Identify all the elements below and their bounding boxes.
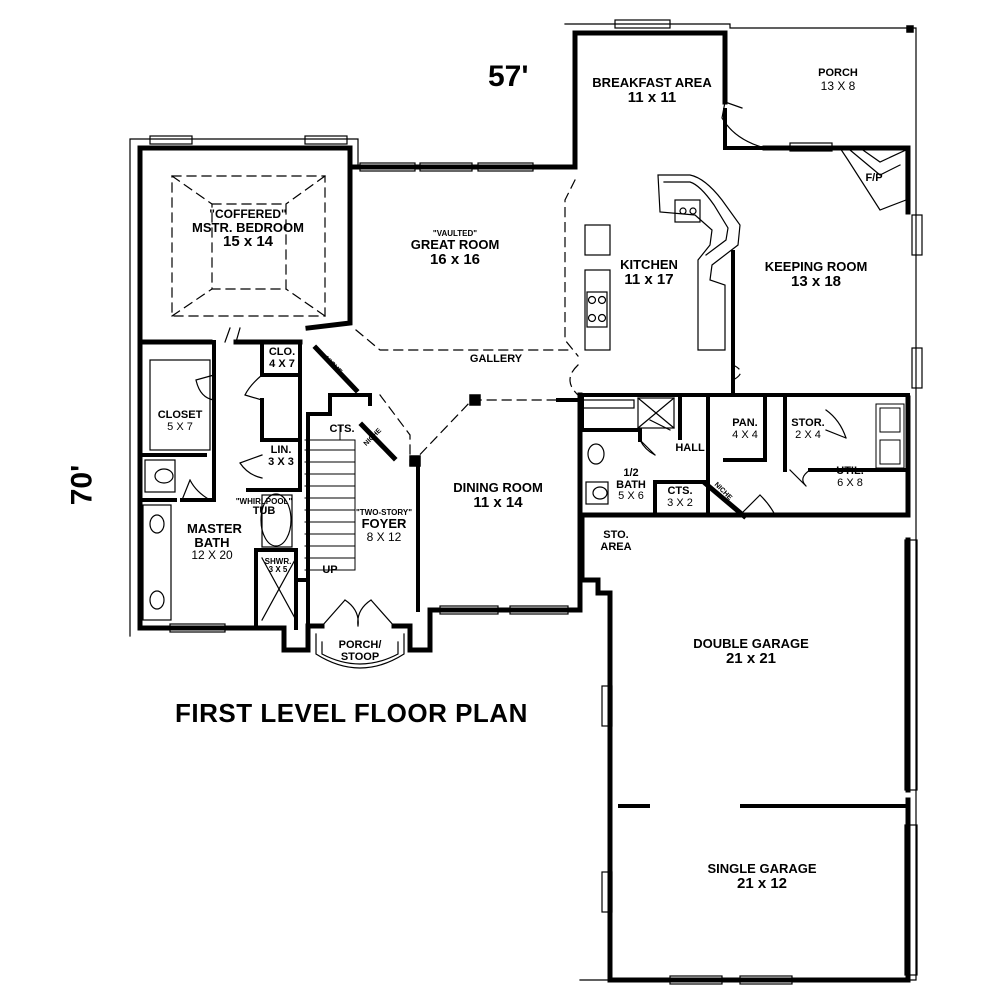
bath-fixtures xyxy=(142,359,609,621)
label-whirlpool-tub: "WHIRLPOOL" TUB xyxy=(235,497,293,518)
room-closet-clo: CLO. 4 X 7 xyxy=(268,346,296,370)
label-cts-foyer: CTS. xyxy=(329,423,355,436)
utility-fixtures xyxy=(875,403,905,469)
room-great-room: "VAULTED" GREAT ROOM 16 x 16 xyxy=(410,229,500,269)
room-porch-stoop: PORCH/ STOOP xyxy=(338,639,382,663)
room-name: MASTER BATH xyxy=(187,521,242,550)
plan-title: FIRST LEVEL FLOOR PLAN xyxy=(175,698,528,728)
room-breakfast-area: BREAKFAST AREA 11 x 11 xyxy=(592,76,711,105)
room-porch-rear: PORCH 13 X 8 xyxy=(818,67,858,93)
room-name: HALL xyxy=(675,442,705,454)
room-name: CLOSET xyxy=(157,409,203,421)
room-name: GREAT ROOM xyxy=(410,237,500,253)
room-storage: STOR. 2 X 4 xyxy=(791,417,825,441)
room-name-line2: AREA xyxy=(600,540,632,553)
room-name-line2: STOOP xyxy=(340,650,380,663)
room-size: 16 x 16 xyxy=(429,251,481,269)
room-name: KITCHEN xyxy=(620,257,678,272)
room-closet: CLOSET 5 X 7 xyxy=(157,409,203,433)
room-name: BREAKFAST AREA xyxy=(592,75,712,90)
plan-depth-dimension: 70' xyxy=(65,464,99,506)
room-name: LIN. xyxy=(270,444,292,456)
room-name: PORCH/ xyxy=(338,639,382,651)
label-gallery: GALLERY xyxy=(469,353,523,366)
interior-walls xyxy=(138,108,910,808)
room-size: 12 X 20 xyxy=(191,548,233,563)
room-pantry: PAN. 4 X 4 xyxy=(732,417,758,441)
columns xyxy=(409,25,914,467)
room-qualifier: "WHIRLPOOL" xyxy=(235,497,293,506)
room-name: CTS. xyxy=(667,485,693,497)
label-hall: HALL xyxy=(675,442,705,455)
room-size: 4 X 4 xyxy=(732,428,758,441)
room-linen: LIN. 3 X 3 xyxy=(268,444,294,468)
room-name: STOR. xyxy=(791,417,825,429)
room-name: DOUBLE GARAGE xyxy=(693,636,809,651)
room-name: DINING ROOM xyxy=(453,480,543,495)
room-kitchen: KITCHEN 11 x 17 xyxy=(620,258,678,287)
room-storage-area: STO. AREA xyxy=(600,529,632,553)
room-dining-room: DINING ROOM 11 x 14 xyxy=(453,481,543,510)
room-name: CLO. xyxy=(268,346,296,358)
room-size: 3 X 2 xyxy=(667,496,693,509)
room-cts-hall: CTS. 3 X 2 xyxy=(667,485,693,509)
room-master-bath: MASTER BATH 12 X 20 xyxy=(187,521,242,563)
room-name: SINGLE GARAGE xyxy=(707,861,817,876)
dashed-lines xyxy=(171,175,742,466)
room-name: TUB xyxy=(252,505,276,518)
room-utility: UTIL. 6 X 8 xyxy=(836,465,864,489)
room-size: 13 x 18 xyxy=(790,272,842,290)
niche-shelves xyxy=(312,344,748,520)
label-stair-up: UP xyxy=(322,564,338,577)
room-master-bedroom: "COFFERED" MSTR. BEDROOM 15 x 14 xyxy=(192,208,304,250)
front-stoop xyxy=(315,633,405,669)
room-name: PAN. xyxy=(732,417,758,429)
room-double-garage: DOUBLE GARAGE 21 x 21 xyxy=(693,637,809,666)
room-keeping-room: KEEPING ROOM 13 x 18 xyxy=(765,260,868,289)
room-name: MSTR. BEDROOM xyxy=(192,219,304,235)
room-size: 11 x 11 xyxy=(627,88,677,106)
room-size: 2 X 4 xyxy=(795,428,821,441)
room-name: PORCH xyxy=(818,67,858,79)
exterior-walls xyxy=(137,30,911,983)
room-size: 15 x 14 xyxy=(222,233,274,251)
room-size: 11 x 17 xyxy=(624,270,674,288)
fireplace-symbol xyxy=(838,147,907,211)
room-foyer: "TWO-STORY" FOYER 8 X 12 xyxy=(355,508,413,545)
room-name: UTIL. xyxy=(836,465,864,477)
room-name: FOYER xyxy=(361,516,407,532)
room-name: KEEPING ROOM xyxy=(764,259,868,274)
room-size: 4 X 7 xyxy=(269,357,295,370)
label-fireplace: F/P xyxy=(865,172,883,185)
room-size: 5 X 6 xyxy=(618,490,644,503)
room-size: 21 x 12 xyxy=(736,874,788,892)
room-name: SHWR. xyxy=(264,557,292,566)
room-size: 21 x 21 xyxy=(725,649,777,667)
room-size: 8 X 12 xyxy=(366,530,402,545)
room-qualifier: "VAULTED" xyxy=(432,229,478,238)
room-shower: SHWR. 3 X 5 xyxy=(264,557,292,575)
staircase xyxy=(304,424,356,571)
room-size: 3 X 3 xyxy=(268,455,294,468)
room-size: 11 x 14 xyxy=(473,493,523,511)
room-name: 1/2 BATH xyxy=(616,467,646,491)
exterior-outline xyxy=(129,23,917,981)
room-name: CTS. xyxy=(329,423,355,435)
room-size: 6 X 8 xyxy=(837,476,863,489)
room-half-bath: 1/2 BATH 5 X 6 xyxy=(613,467,649,503)
kitchen-counters xyxy=(584,174,741,429)
room-name: STO. xyxy=(603,529,629,541)
plan-width-dimension: 57' xyxy=(488,60,529,93)
room-single-garage: SINGLE GARAGE 21 x 12 xyxy=(707,862,816,891)
room-name: F/P xyxy=(865,172,883,184)
room-qualifier: "COFFERED" xyxy=(209,207,287,221)
room-size: 13 X 8 xyxy=(820,78,856,93)
room-size: 3 X 5 xyxy=(268,565,288,575)
room-qualifier: "TWO-STORY" xyxy=(355,508,413,517)
windows xyxy=(149,19,923,985)
room-name: GALLERY xyxy=(469,353,523,365)
room-name: UP xyxy=(322,564,338,576)
room-size: 5 X 7 xyxy=(167,420,193,433)
